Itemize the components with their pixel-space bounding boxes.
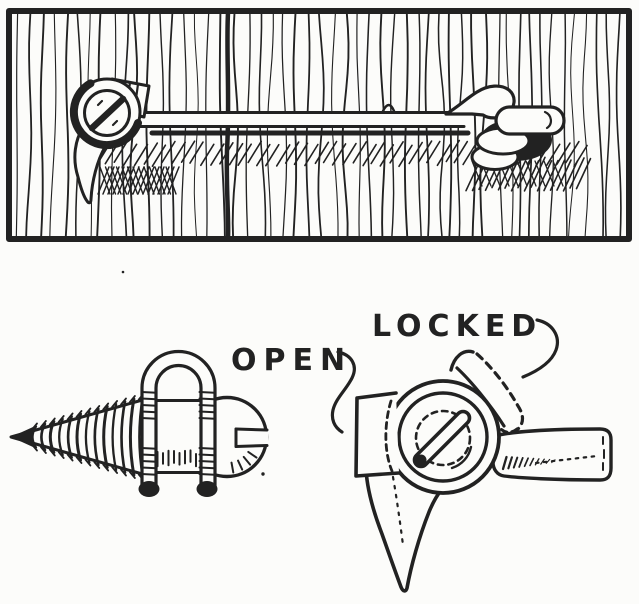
open-leader-line bbox=[330, 350, 356, 434]
pivot-screw-tick bbox=[111, 119, 119, 127]
rod-shading bbox=[501, 455, 556, 471]
hook-latch-assembly bbox=[69, 77, 566, 205]
head-slot-fill bbox=[236, 428, 268, 447]
staple-ribs bbox=[140, 391, 216, 476]
paper-speck bbox=[121, 270, 125, 274]
open-flap-hidden-edge bbox=[384, 399, 394, 473]
rod-center-dots bbox=[534, 454, 599, 465]
screw-tip bbox=[11, 427, 33, 447]
staple-foot bbox=[138, 481, 160, 497]
pivot-screw-slot bbox=[88, 95, 127, 132]
screw-head-shading bbox=[230, 450, 258, 474]
locked-flap-dashed-bottom bbox=[498, 426, 519, 434]
open-label: OPEN bbox=[231, 343, 352, 378]
labels: OPEN LOCKED bbox=[231, 309, 559, 434]
panel-border bbox=[6, 8, 632, 242]
board-seam bbox=[224, 10, 231, 241]
detail-inner-arc bbox=[450, 445, 473, 470]
locked-label: LOCKED bbox=[372, 309, 542, 344]
wood-knot bbox=[381, 103, 396, 113]
paper-speck bbox=[261, 472, 265, 476]
hook-tip-highlight bbox=[543, 110, 552, 130]
detail-dashed-circle bbox=[414, 409, 472, 467]
locked-flap-fill bbox=[454, 350, 524, 432]
slot-end-blob bbox=[415, 454, 427, 466]
locked-flap-edge bbox=[455, 366, 506, 428]
locked-flap-dashed-edge bbox=[475, 352, 525, 431]
locked-flap-tip bbox=[449, 349, 475, 372]
staple bbox=[140, 349, 217, 492]
head-slot-edge bbox=[234, 444, 269, 448]
pivot-screw-tick bbox=[96, 99, 104, 107]
staple-foot bbox=[196, 481, 218, 497]
detail-spur-dots bbox=[391, 475, 405, 547]
screw-threads bbox=[31, 392, 145, 482]
locked-leader-line bbox=[521, 318, 559, 379]
open-flap-outline bbox=[354, 391, 401, 478]
detail-rod bbox=[491, 427, 613, 482]
hook-tip bbox=[494, 105, 566, 136]
open-flap-fill bbox=[356, 393, 399, 476]
hook-bar-fill bbox=[140, 112, 462, 127]
pivot-ring-shade bbox=[69, 79, 142, 150]
head-slot-edge bbox=[234, 427, 269, 432]
screw-staple-figure bbox=[9, 349, 269, 497]
pivot-detail-figure bbox=[354, 349, 613, 593]
detail-screw-slot bbox=[412, 409, 472, 469]
detail-inner-ring bbox=[397, 391, 489, 483]
